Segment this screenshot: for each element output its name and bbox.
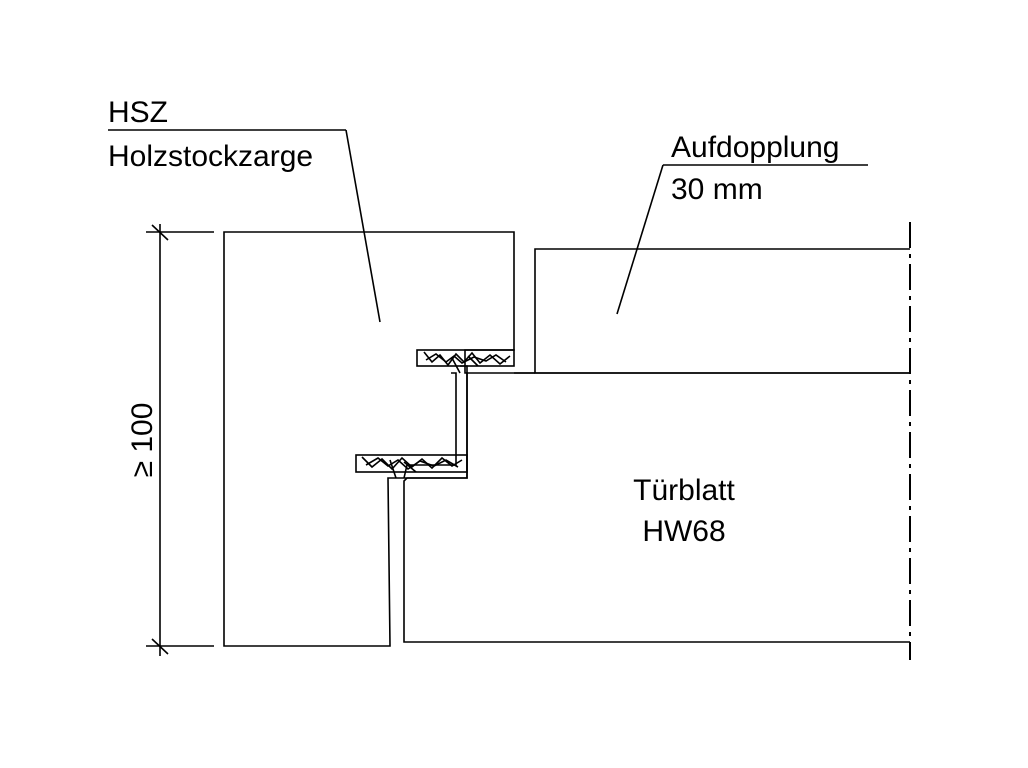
lower-gasket-groove — [355, 454, 468, 473]
dimension-line — [146, 224, 214, 656]
frame-profile — [223, 231, 515, 647]
lining-thickness-label: 30 mm — [671, 173, 763, 206]
frame-name-label: Holzstockzarge — [108, 140, 313, 173]
rebate-gap-line-upper — [460, 365, 468, 373]
lining-leader-line — [616, 164, 664, 315]
dimension-label: ≥ 100 — [126, 403, 159, 478]
upper-gasket-groove — [416, 349, 515, 367]
door-leaf — [403, 372, 910, 643]
lower-seal-gasket — [355, 454, 468, 479]
lining-name-label: Aufdopplung — [671, 131, 840, 164]
leaf-type-label: HW68 — [642, 515, 725, 548]
frame-code-label: HSZ — [108, 96, 168, 129]
upper-seal-gasket — [416, 349, 515, 374]
lining-panel — [534, 248, 910, 374]
leaf-name-label: Türblatt — [633, 474, 735, 507]
frame-leader-line — [345, 129, 381, 323]
